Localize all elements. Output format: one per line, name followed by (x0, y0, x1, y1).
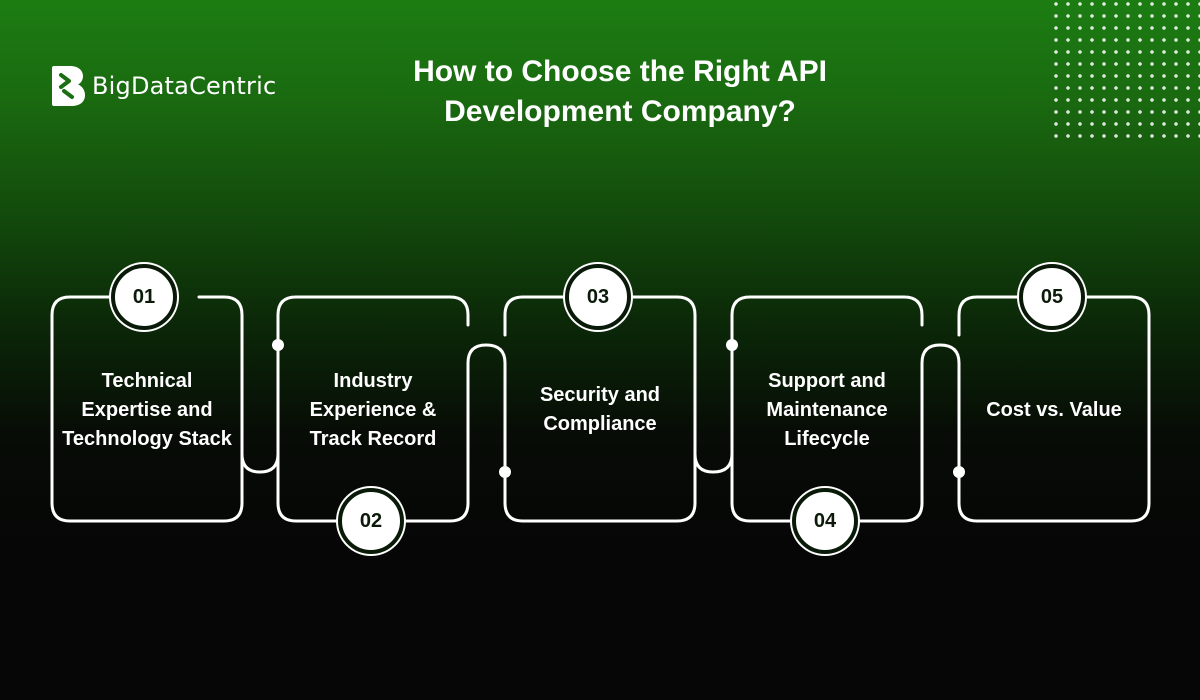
step-1-number-badge: 01 (111, 264, 177, 330)
b-logo-icon (52, 66, 85, 106)
connector-dot-1 (272, 339, 284, 351)
step-5-number-badge: 05 (1019, 264, 1085, 330)
step-4-label: Support and Maintenance Lifecycle (766, 369, 888, 450)
connector-dot-2 (499, 466, 511, 478)
step-4-number-badge: 04 (792, 488, 858, 554)
step-5-label: Cost vs. Value (986, 398, 1122, 421)
step-2-number-badge: 02 (338, 488, 404, 554)
step-2-label: Industry Experience & Track Record (309, 369, 437, 450)
brand-logo: BigDataCentric (50, 64, 276, 108)
step-1-label: Technical Expertise and Technology Stack (62, 369, 232, 450)
step-3-number-badge: 03 (565, 264, 631, 330)
flow-connector-line (50, 295, 1151, 523)
brand-name: BigDataCentric (92, 72, 277, 100)
page-title: How to Choose the Right API Development … (413, 55, 827, 128)
step-3-label: Security and Compliance (539, 384, 661, 435)
decorative-dot-grid (1050, 0, 1200, 140)
connector-dot-4 (953, 466, 965, 478)
connector-dot-3 (726, 339, 738, 351)
